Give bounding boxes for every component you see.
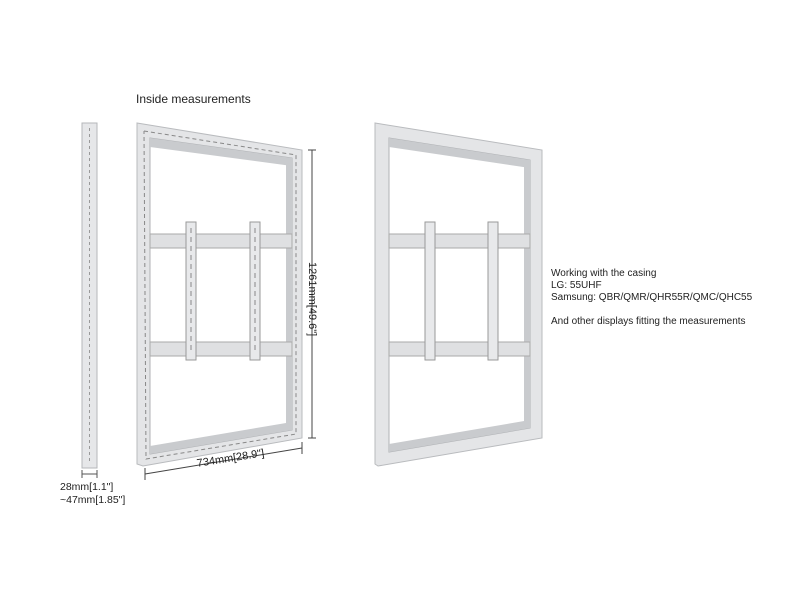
- depth-dimension-label: 28mm[1.1"] ~47mm[1.85"]: [60, 481, 125, 507]
- depth-max: ~47mm[1.85"]: [60, 494, 126, 506]
- info-line-2: LG: 55UHF: [551, 280, 602, 291]
- compatibility-info: Working with the casing LG: 55UHF Samsun…: [551, 268, 752, 328]
- mounting-bracket: [149, 221, 293, 361]
- info-line-4: And other displays fitting the measureme…: [551, 316, 746, 327]
- width-dimension-line: [144, 442, 303, 480]
- frame-perspective-view: [374, 122, 543, 467]
- info-line-3: Samsung: QBR/QMR/QHR55R/QMC/QHC55: [551, 292, 753, 303]
- height-dimension-line: [308, 149, 316, 439]
- side-profile-bar: [81, 122, 98, 478]
- height-dimension-label: 1261mm[49.6"]: [306, 262, 318, 337]
- inside-measurements-heading: Inside measurements: [136, 92, 251, 106]
- frame-with-dimensions: [136, 122, 316, 480]
- info-line-1: Working with the casing: [551, 268, 657, 279]
- depth-min: 28mm[1.1"]: [60, 481, 114, 493]
